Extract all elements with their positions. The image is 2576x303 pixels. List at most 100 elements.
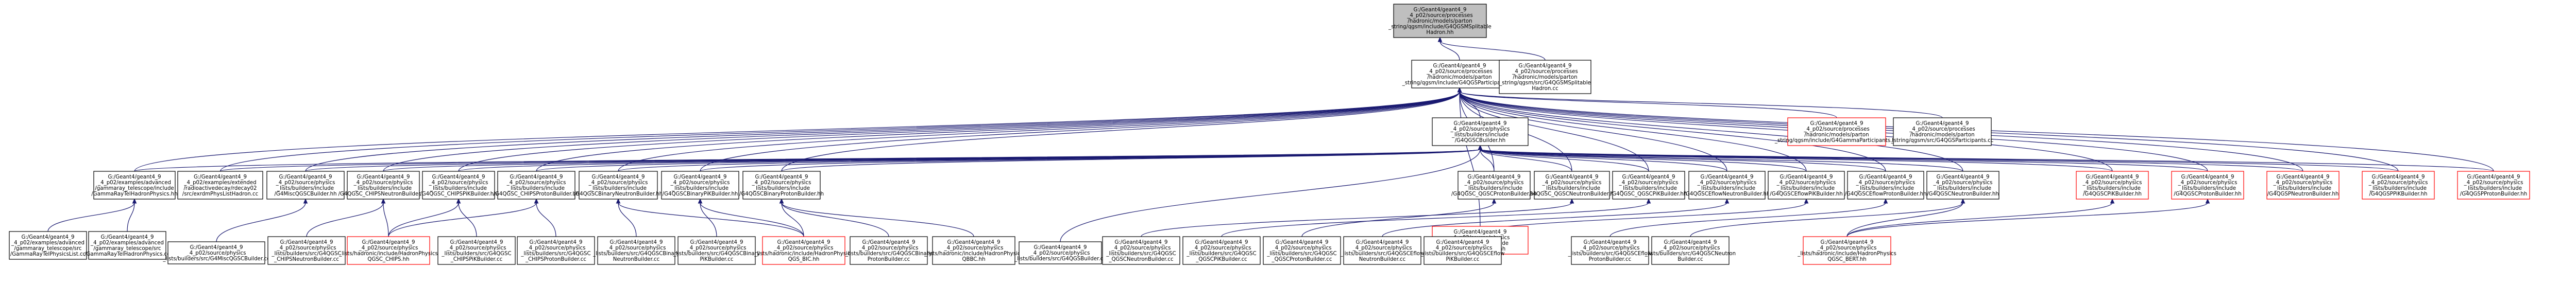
file-node[interactable]: G:/Geant4/geant4_9_4_p02/examples/advanc…	[91, 171, 178, 200]
node-label-line: /gammaray_telescope/src	[14, 246, 81, 252]
node-label-line: _lists/builders/src/G4QGSCEflow	[1420, 251, 1505, 257]
file-node[interactable]: G:/Geant4/geant4_9_4_p02/source/physics_…	[338, 236, 438, 265]
node-label-line: PiKBuilder.cc	[700, 257, 734, 262]
file-node[interactable]: G:/Geant4/geant4_9_4_p02/source/physics_…	[739, 171, 824, 200]
file-node[interactable]: G:/Geant4/geant4_9_4_p02/source/physics_…	[673, 236, 760, 265]
node-label-line: /G4QGSC_CHIPSProtonBuilder.hh	[494, 191, 580, 197]
node-label-line: _4_p02/source/physics	[2273, 180, 2333, 186]
file-node[interactable]: G:/Geant4/geant4_9_4_p02/source/physics_…	[266, 171, 345, 200]
node-label-line: G:/Geant4/geant4_9	[1413, 7, 1466, 13]
file-node[interactable]: G:/Geant4/geant4_9_4_p02/source/physics_…	[1432, 117, 1529, 146]
file-node[interactable]: G:/Geant4/geant4_9_4_p02/source/physics_…	[1451, 171, 1537, 200]
file-node[interactable]: G:/Geant4/geant4_9_4_p02/source/physics_…	[338, 171, 429, 200]
arrowhead	[1437, 37, 1443, 42]
node-label-line: _lists/hadronic/include/HadronPhysics	[754, 251, 853, 257]
node-box	[1534, 171, 1610, 200]
file-node[interactable]: G:/Geant4/geant4_9_4_p02/source/physics_…	[1684, 171, 1770, 200]
node-box	[167, 241, 265, 264]
file-node[interactable]: G:/Geant4/geant4_9_4_p02/source/physics_…	[845, 236, 932, 265]
file-node[interactable]: G:/Geant4/geant4_9_4_p02/source/physics_…	[420, 171, 497, 200]
file-node[interactable]: G:/Geant4/geant4_9_4_p02/source/physics_…	[1768, 171, 1845, 200]
node-label-line: /src/exrdmPhysListHadron.cc	[182, 191, 258, 197]
file-node[interactable]: G:/Geant4/geant4_9_4_p02/source/physics_…	[924, 236, 1023, 265]
file-node[interactable]: G:/Geant4/geant4_9_4_p02/source/physics_…	[1611, 171, 1687, 200]
node-label-line: G:/Geant4/geant4_9	[1820, 240, 1873, 245]
node-label-line: _lists/builders/include	[671, 186, 728, 191]
node-label-line: G:/Geant4/geant4_9	[2181, 174, 2234, 180]
file-node[interactable]: G:/Geant4/geant4_9_4_p02/source/physics_…	[1420, 236, 1505, 265]
file-node[interactable]: G:/Geant4/geant4_9_4_p02/source/physics_…	[1568, 236, 1652, 265]
node-label-line: _4_p02/source/physics	[1580, 245, 1640, 251]
node-box	[1263, 236, 1341, 265]
file-node[interactable]: G:/Geant4/geant4_9_4_p02/source/physics_…	[1645, 236, 1736, 265]
file-node[interactable]: G:/Geant4/geant4_9_4_p02/examples/advanc…	[9, 231, 87, 260]
node-label-line: _lists/builders/include	[2369, 186, 2427, 191]
file-node[interactable]: G:/Geant4/geant4_9_4_p02/source/physics_…	[2362, 171, 2435, 200]
file-node[interactable]: G:/Geant4/geant4_9_4_p02/source/physics_…	[437, 236, 516, 265]
node-label-line: QGS_BIC.hh	[788, 257, 820, 262]
node-label-line: G:/Geant4/geant4_9	[1545, 174, 1598, 180]
file-node[interactable]: G:/Geant4/geant4_9_4_p02/source/physics_…	[1102, 236, 1180, 265]
node-label-line: G:/Geant4/geant4_9	[1453, 229, 1506, 235]
node-box	[2457, 171, 2530, 200]
file-node[interactable]: G:/Geant4/geant4_9_4_p02/source/physics_…	[2171, 171, 2244, 200]
arrowhead	[1457, 87, 1462, 93]
node-label-line: _lists/builders/src/G4QGSC	[520, 251, 590, 257]
node-box	[9, 231, 87, 260]
file-node[interactable]: G:/Geant4/geant4_9_4_p02/source/processe…	[1499, 60, 1591, 94]
file-node[interactable]: G:/Geant4/geant4_9_4_p02/examples/extend…	[177, 171, 263, 200]
node-label-line: _QGSCProtonBuilder.cc	[1272, 257, 1332, 262]
node-label-line: _string/qgsm/include/G4QGSMSplitable	[1388, 24, 1492, 30]
file-node[interactable]: G:/Geant4/geant4_9_4_p02/source/physics_…	[517, 236, 595, 265]
dependency-edge	[1459, 91, 1886, 172]
node-box	[661, 171, 739, 200]
node-label-line: G:/Geant4/geant4_9	[432, 174, 485, 180]
file-node[interactable]: G:/Geant4/geant4_9_4_p02/source/physics_…	[494, 171, 580, 200]
dependency-edge	[1141, 202, 1572, 237]
node-label-line: /gammaray_telescope/include	[95, 186, 174, 191]
node-label-line: /GammaRayTelHadronPhysics.hh	[91, 191, 177, 197]
node-label-line: _4_p02/source/physics	[506, 180, 566, 186]
file-node[interactable]: G:/Geant4/geant4_9_4_p02/source/processe…	[1402, 60, 1517, 88]
node-label-line: _lists/builders/include	[430, 186, 487, 191]
file-node[interactable]: G:/Geant4/geant4_9_4_p02/source/physics_…	[162, 241, 270, 264]
node-label-line: _lists/builders/src/G4QGSBuilder.cc	[1014, 256, 1106, 262]
file-node[interactable]: G:/Geant4/geant4_9_4_p02/source/physics_…	[754, 236, 853, 265]
file-node[interactable]: G:/Geant4/geant4_9_4_p02/source/physics_…	[1182, 236, 1261, 265]
node-label-line: G:/Geant4/geant4_9	[108, 174, 161, 180]
dependency-edge	[700, 202, 804, 237]
dependency-edge	[700, 91, 1460, 172]
arrowhead	[616, 198, 621, 204]
file-node[interactable]: G:/Geant4/geant4_9_4_p02/source/physics_…	[592, 236, 680, 265]
file-node[interactable]: G:/Geant4/geant4_9_4_p02/source/processe…	[1891, 117, 1994, 146]
file-node[interactable]: G:/Geant4/geant4_9_4_p02/examples/advanc…	[84, 231, 170, 260]
arrowhead	[1883, 198, 1888, 204]
node-label-line: G:/Geant4/geant4_9	[279, 174, 332, 180]
node-label-line: G:/Geant4/geant4_9	[1114, 240, 1167, 245]
file-node[interactable]: G:/Geant4/geant4_9_4_p02/source/physics_…	[1527, 171, 1617, 200]
file-node[interactable]: G:/Geant4/geant4_9_4_p02/source/physics_…	[1340, 236, 1425, 265]
node-label-line: QBBC.hh	[962, 257, 985, 262]
node-label-line: Hadron.hh	[1426, 30, 1453, 35]
dependency-edge	[781, 202, 889, 237]
file-node[interactable]: G:/Geant4/geant4_9_4_p02/source/physics_…	[1797, 236, 1896, 265]
arrowhead	[534, 198, 539, 204]
node-box	[93, 171, 176, 200]
file-node[interactable]: G:/Geant4/geant4_9_4_p02/source/processe…	[1774, 117, 1899, 146]
file-node[interactable]: G:/Geant4/geant4_9_4_p02/source/physics_…	[2076, 171, 2149, 200]
node-label-line: G:/Geant4/geant4_9	[2371, 174, 2425, 180]
file-node[interactable]: G:/Geant4/geant4_9_4_p02/source/physics_…	[2266, 171, 2340, 200]
file-node[interactable]: G:/Geant4/geant4_9_4_p02/source/physics_…	[1263, 236, 1341, 265]
file-node[interactable]: G:/Geant4/geant4_9_4_p02/source/physics_…	[661, 171, 739, 200]
file-node[interactable]: G:/Geant4/geant4_9_4_p02/source/physics_…	[267, 236, 346, 265]
file-node[interactable]: G:/Geant4/geant4_9_4_p02/source/physics_…	[1926, 171, 1999, 200]
file-node[interactable]: G:/Geant4/geant4_9_4_p02/source/physics_…	[1845, 171, 1927, 200]
file-node[interactable]: G:/Geant4/geant4_9_4_p02/source/physics_…	[2457, 171, 2530, 200]
file-node[interactable]: G:/Geant4/geant4_9_4_p02/source/physics_…	[1014, 241, 1106, 264]
node-label-line: _4_p02/source/physics	[687, 245, 747, 251]
arrowhead	[2205, 198, 2210, 204]
file-node[interactable]: G:/Geant4/geant4_9_4_p02/source/physics_…	[574, 171, 663, 200]
arrowhead	[1646, 198, 1651, 204]
node-label-line: G:/Geant4/geant4_9	[450, 240, 503, 245]
node-label-line: _lists/builders/include	[354, 186, 412, 191]
